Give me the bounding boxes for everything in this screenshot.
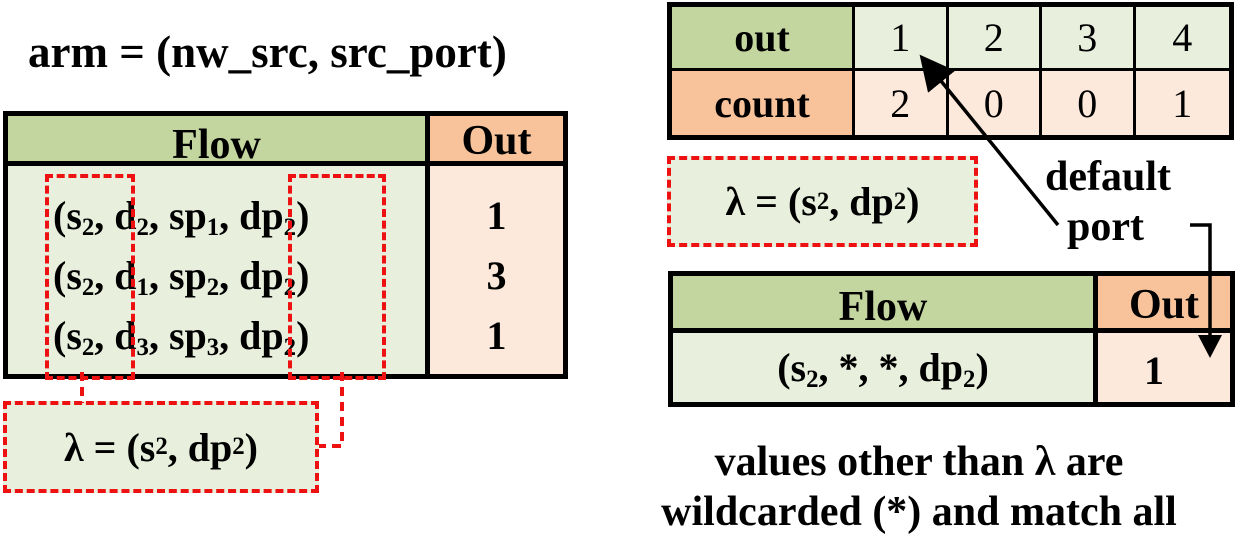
port-count-table: out 1 2 3 4 count 2 0 0 1 — [667, 2, 1234, 140]
flow-column-header: Flow — [673, 276, 1098, 333]
lambda-text: λ = (s — [725, 179, 817, 224]
flow-table-original: Flow Out (s2, d2, sp1, dp2) (s2, d1, sp2… — [3, 111, 568, 380]
subscript: 2 — [806, 366, 819, 394]
wildcard-flow-cell: (s2, *, *, dp2) — [673, 333, 1098, 402]
lambda-text: , dp — [167, 424, 233, 470]
lambda-text: ) — [906, 179, 920, 224]
default-port-line1: default — [1045, 154, 1171, 200]
dp-connector — [319, 372, 344, 448]
flow-text: , dp — [219, 193, 284, 238]
flow-text: , d — [94, 253, 137, 298]
flow-text: , dp — [219, 313, 284, 358]
subscript: 3 — [136, 334, 149, 362]
flow-row: (s2, d1, sp2, dp2) — [53, 253, 310, 301]
flow-row: (s2, d3, sp3, dp2) — [53, 313, 310, 361]
out-port-cell: 1 — [855, 7, 949, 71]
out-column-header: Out — [430, 116, 563, 166]
out-port-cell: 3 — [1042, 7, 1136, 71]
default-port-label: default port — [1045, 152, 1171, 253]
count-cell: 0 — [948, 71, 1042, 135]
caption-line1: values other than λ are — [714, 439, 1124, 485]
out-value: 1 — [486, 193, 507, 238]
lambda-text: ) — [244, 424, 258, 470]
flow-text: ) — [296, 193, 310, 238]
flow-text: (s — [53, 193, 82, 238]
count-cell: 0 — [1042, 71, 1136, 135]
flow-text: ) — [296, 313, 310, 358]
out-value: 3 — [486, 253, 507, 298]
flow-column-body: (s2, d2, sp1, dp2) (s2, d1, sp2, dp2) (s… — [8, 166, 430, 380]
flow-text: , d — [94, 193, 137, 238]
flow-text: , sp — [148, 193, 207, 238]
src-column-highlight — [45, 174, 135, 380]
flow-row: (s2, d2, sp1, dp2) — [53, 193, 310, 241]
flow-text: (s — [53, 253, 82, 298]
flow-text: (s — [53, 313, 82, 358]
dp-column-highlight — [288, 174, 386, 380]
subscript: 1 — [206, 214, 220, 242]
subscript: 1 — [136, 274, 149, 302]
subscript: 3 — [206, 334, 220, 362]
count-cell: 1 — [1135, 71, 1229, 135]
out-row-label: out — [672, 7, 855, 71]
subscript: 2 — [81, 274, 95, 302]
subscript: 2 — [136, 214, 149, 242]
subscript: 2 — [206, 274, 220, 302]
out-port-cell: 4 — [1135, 7, 1229, 71]
flow-text: , dp — [219, 253, 284, 298]
arm-title: arm = (nw_src, src_port) — [28, 27, 507, 77]
count-row-label: count — [672, 71, 855, 135]
out-port-cell: 2 — [948, 7, 1042, 71]
out-column-header: Out — [1098, 276, 1230, 333]
out-value: 1 — [486, 313, 507, 358]
default-port-line2: port — [1067, 204, 1144, 251]
flow-table-aggregated: Flow Out (s2, *, *, dp2) 1 — [668, 271, 1235, 407]
flow-text: ) — [975, 345, 989, 390]
flow-text: ) — [296, 253, 310, 298]
subscript: 2 — [963, 366, 976, 394]
flow-text: , sp — [148, 253, 207, 298]
flow-text: , d — [94, 313, 137, 358]
flow-text: , *, *, dp — [818, 345, 964, 390]
caption-line2: wildcarded (*) and match all — [661, 488, 1177, 535]
default-out-cell: 1 — [1098, 333, 1230, 402]
subscript: 2 — [81, 214, 95, 242]
count-cell: 2 — [855, 71, 949, 135]
subscript: 2 — [81, 334, 95, 362]
caption: values other than λ are wildcarded (*) a… — [600, 438, 1238, 537]
flow-text: (s — [777, 345, 807, 390]
lambda-text: λ = (s — [64, 424, 156, 470]
out-column-body: 1 3 1 — [430, 166, 563, 374]
flow-text: , sp — [148, 313, 207, 358]
lambda-text: , dp — [829, 179, 894, 224]
flow-column-header: Flow — [8, 116, 430, 168]
